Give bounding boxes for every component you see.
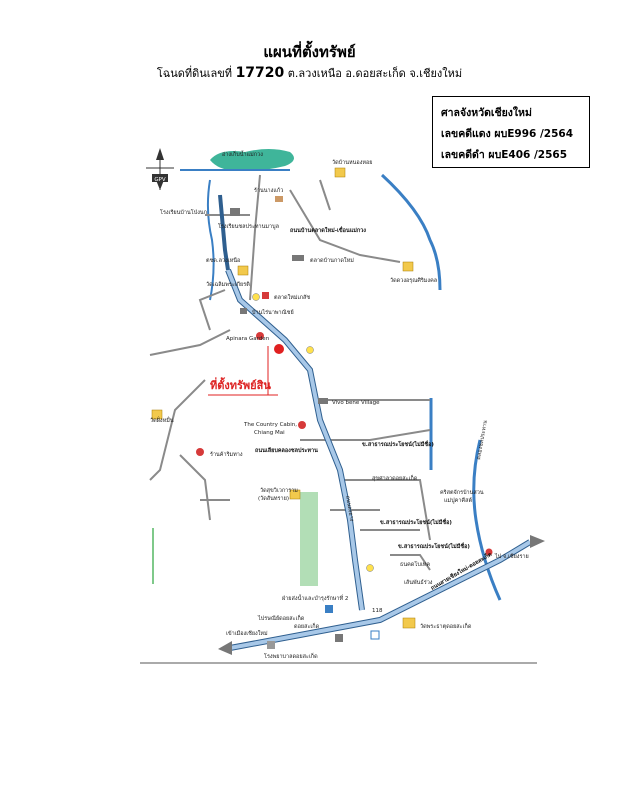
village-shop-label: ร้านนางแก้ว bbox=[254, 187, 283, 194]
arrow-chiangrai-icon bbox=[530, 535, 545, 548]
water-office-icon bbox=[325, 605, 333, 613]
property-label: ที่ตั้งทรัพย์สิน bbox=[210, 377, 271, 392]
canal-vertical-label: คลองชลประทาน bbox=[475, 419, 489, 460]
temple-bottom-label: วัดพระธาตุดอยสะเก็ด bbox=[420, 622, 472, 630]
country-cabin-label-1: The Country Cabin, bbox=[243, 422, 297, 428]
main-road-north bbox=[218, 194, 230, 271]
clinic-icon bbox=[262, 292, 269, 299]
building-icon bbox=[335, 634, 343, 642]
property-marker bbox=[208, 344, 284, 396]
temple-icon bbox=[151, 409, 163, 420]
road-secondary-label: ถนนเลียบคลองชลประทาน bbox=[255, 446, 318, 454]
water-1-label: ข.สาธารณประโยชน์(ไม่มีชื่อ) bbox=[362, 440, 434, 448]
nonghern-temple-label: วัดบ้านหนองหอย bbox=[332, 159, 373, 166]
post-office-label: ไปรษณีย์ดอยสะเก็ด bbox=[257, 614, 305, 622]
to-chiangmai-label: เข้าเมืองเชียงใหม่ bbox=[226, 630, 268, 637]
main-road bbox=[226, 269, 364, 611]
apinara-label: Apinara Garden bbox=[226, 336, 270, 342]
church-label-1: คริสตจักรบ้านสวน bbox=[440, 489, 484, 496]
clinic-label: ตลาดใหม่เภสัช bbox=[274, 294, 310, 301]
river-west bbox=[206, 179, 215, 301]
police-icon bbox=[370, 630, 380, 640]
temple-right-label: วัดดวงอรุณศิริมงคล bbox=[390, 277, 437, 284]
temple-icon bbox=[402, 617, 416, 629]
bank-2-label: ธนคดโบเทค bbox=[400, 560, 430, 568]
water-2-label: ข.สาธารณประโยชน์(ไม่มีชื่อ) bbox=[380, 518, 452, 526]
temple-chaloem-label: วัดเฉลิมพระเกียรติ bbox=[206, 281, 250, 288]
highway bbox=[229, 540, 532, 650]
church-label-2: แม่ปูคาคีสต์ bbox=[444, 497, 472, 504]
compass-icon: GPV bbox=[146, 148, 174, 190]
water-office-label: ฝ่ายส่งน้ำและบำรุงรักษาที่ 2 bbox=[282, 594, 348, 602]
water-3-label: ข.สาธารณประโยชน์(ไม่มีชื่อ) bbox=[398, 542, 470, 550]
shop-2-label: เส้นพันธ์ร่วง bbox=[404, 579, 433, 586]
road-vertical-label: ถนนลงยาง bbox=[344, 495, 354, 522]
restaurant-icon bbox=[485, 548, 493, 556]
route-num-label: 118 bbox=[372, 608, 383, 614]
school-north-label: โรงเรียนบ้านโป่งนก bbox=[160, 208, 207, 216]
lake-label: อ่างเก็บน้ำแม่กวง bbox=[222, 150, 263, 158]
market-icon bbox=[292, 255, 304, 261]
temple-center-label-1: วัดสุขวิเวการาม bbox=[260, 487, 298, 494]
canal-east bbox=[472, 439, 502, 601]
temple-icon bbox=[334, 167, 346, 178]
green-area-center bbox=[300, 492, 318, 586]
restaurant-icon bbox=[298, 421, 306, 429]
vivo-label: Vivo bene Village bbox=[332, 400, 380, 406]
route-badge bbox=[306, 346, 314, 354]
temple-icon bbox=[289, 489, 301, 500]
red-case-number: เลขคดีแดง ผบE996 /2564 bbox=[441, 128, 574, 140]
restaurant-icon bbox=[196, 448, 204, 456]
minor-roads bbox=[149, 174, 431, 571]
health-center-label: สุขศาลาดอยสะเก็ด bbox=[372, 474, 418, 482]
route-badge bbox=[366, 564, 374, 572]
deed-subtitle: โฉนดที่ดินเลขที่ 17720 ต.ลวงเหนือ อ.ดอยส… bbox=[0, 64, 619, 82]
deed-subtitle-suffix: ต.ลวงเหนือ อ.ดอยสะเก็ด จ.เชียงใหม่ bbox=[287, 67, 463, 80]
to-chiangrai-label: ไป จ.เชียงราย bbox=[494, 553, 529, 560]
school-prachaban-label: โรงเรียนชลประทานมาบูล bbox=[218, 222, 279, 230]
police-label: ตชด.ลวงเหนือ bbox=[206, 257, 240, 264]
court-info-box: ศาลจังหวัดเชียงใหม่ เลขคดีแดง ผบE996 /25… bbox=[432, 96, 590, 168]
route-badge bbox=[252, 293, 260, 301]
arrow-chiangmai-icon bbox=[218, 641, 232, 655]
police-station-label: ดอยสะเก็ด bbox=[294, 622, 320, 630]
building-icon bbox=[318, 398, 328, 404]
school-icon bbox=[230, 208, 240, 216]
hospital-icon bbox=[267, 641, 275, 649]
country-cabin-label-2: Chiang Mai bbox=[254, 430, 285, 436]
river-north bbox=[380, 173, 442, 291]
bank-label: บ้านไร่นาพาณิชย์ bbox=[252, 309, 294, 316]
deed-number: 17720 bbox=[235, 65, 285, 81]
market-old-label: ตลาดบ้านกาดใหม่ bbox=[310, 257, 354, 264]
shop-left-label: ร้านค้าริมทาง bbox=[210, 451, 243, 458]
hospital-label: โรงพยาบาลดอยสะเก็ด bbox=[264, 652, 318, 660]
temple-center-label-2: (วัดสันทราย) bbox=[258, 495, 289, 502]
road-main-label: ถนนบ้านตลาดใหม่-เขื่อนแม่กวง bbox=[290, 226, 366, 234]
temple-icon bbox=[402, 261, 414, 272]
restaurant-icon bbox=[256, 332, 264, 340]
temple-left-label: วัดฝั่งหมื่น bbox=[150, 416, 174, 424]
page-title: แผนที่ตั้งทรัพย์ bbox=[263, 43, 356, 61]
black-case-number: เลขคดีดำ ผบE406 /2565 bbox=[441, 149, 568, 161]
building-icon bbox=[240, 308, 247, 314]
compass-label: GPV bbox=[154, 177, 166, 183]
court-name: ศาลจังหวัดเชียงใหม่ bbox=[441, 107, 532, 119]
shop-icon bbox=[275, 196, 283, 202]
temple-icon bbox=[237, 265, 249, 276]
green-area-left bbox=[152, 528, 154, 584]
deed-subtitle-prefix: โฉนดที่ดินเลขที่ bbox=[156, 67, 233, 80]
lake bbox=[210, 149, 294, 171]
